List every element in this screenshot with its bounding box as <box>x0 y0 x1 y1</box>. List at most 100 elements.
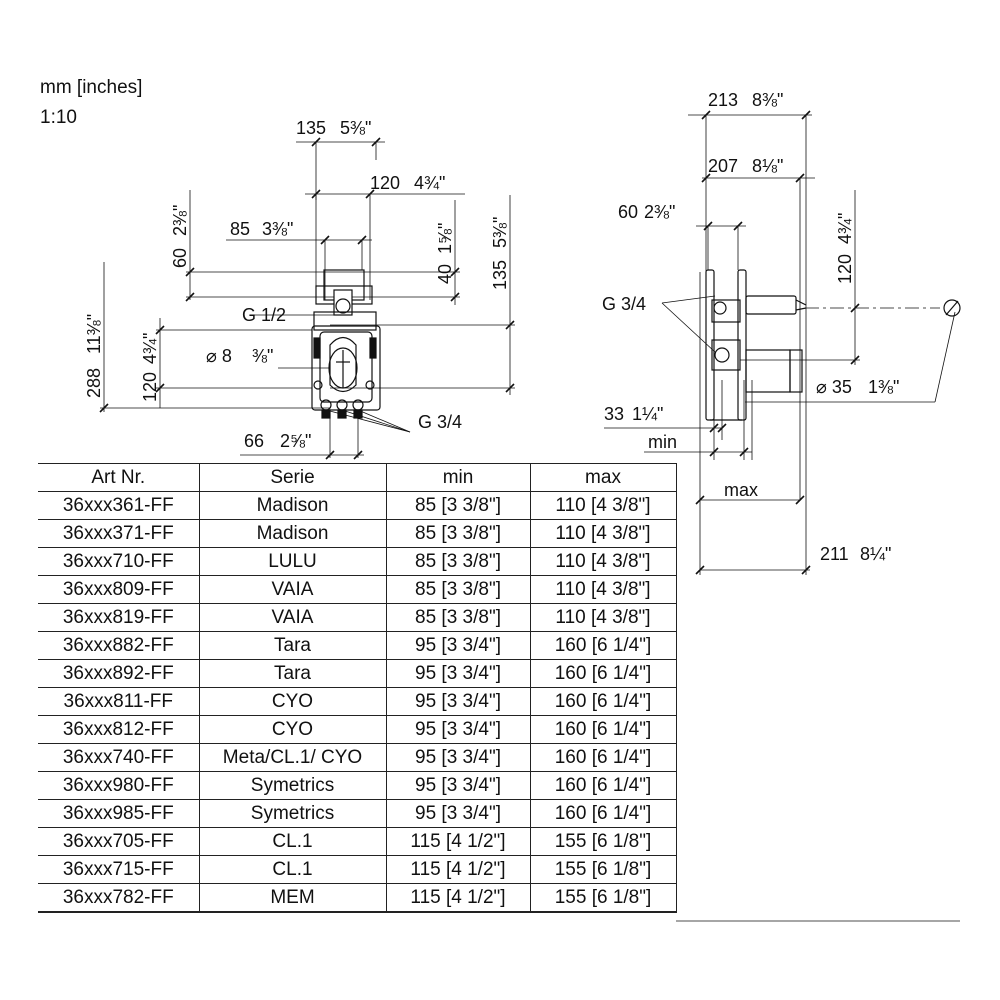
side-frac-8-3-8: 8⅜" <box>752 90 783 110</box>
cell-serie: VAIA <box>198 603 387 632</box>
cell-art-nr: 36xxx892-FF <box>38 659 200 688</box>
cell-min: 95 [3 3/4"] <box>385 743 531 772</box>
side-frac-2-3-8: 2⅜" <box>644 202 675 222</box>
cell-min: 95 [3 3/4"] <box>385 687 531 716</box>
cell-art-nr: 36xxx782-FF <box>38 883 200 913</box>
cell-min: 115 [4 1/2"] <box>385 883 531 913</box>
cell-serie: CL.1 <box>198 827 387 856</box>
cell-min: 85 [3 3/8"] <box>385 519 531 548</box>
cell-max: 155 [6 1/8"] <box>529 827 677 856</box>
side-frac-4-3-4: 4¾" <box>835 213 855 244</box>
cell-max: 155 [6 1/8"] <box>529 855 677 884</box>
cell-min: 95 [3 3/4"] <box>385 659 531 688</box>
front-frac-1-5-8: 1⅝" <box>435 223 455 254</box>
front-frac-3-3-8: 3⅜" <box>262 219 293 239</box>
side-label-min: min <box>648 432 677 452</box>
col-header-min: min <box>385 463 531 492</box>
cell-art-nr: 36xxx882-FF <box>38 631 200 660</box>
cell-max: 160 [6 1/4"] <box>529 771 677 800</box>
cell-min: 85 [3 3/8"] <box>385 491 531 520</box>
cell-min: 115 [4 1/2"] <box>385 827 531 856</box>
cell-min: 85 [3 3/8"] <box>385 575 531 604</box>
cell-art-nr: 36xxx985-FF <box>38 799 200 828</box>
front-view-valve-body <box>311 269 381 419</box>
cell-serie: Madison <box>198 491 387 520</box>
cell-serie: CYO <box>198 715 387 744</box>
cell-max: 160 [6 1/4"] <box>529 799 677 828</box>
cell-serie: CYO <box>198 687 387 716</box>
side-dim-33: 33 <box>604 404 624 424</box>
cell-min: 85 [3 3/8"] <box>385 603 531 632</box>
side-dim-60: 60 <box>618 202 638 222</box>
side-dim-120: 120 <box>835 254 855 284</box>
cell-max: 160 [6 1/4"] <box>529 659 677 688</box>
cell-min: 95 [3 3/4"] <box>385 631 531 660</box>
cell-serie: Symetrics <box>198 771 387 800</box>
front-dim-135-top: 135 <box>296 118 326 138</box>
cell-min: 115 [4 1/2"] <box>385 855 531 884</box>
cell-max: 110 [4 3/8"] <box>529 603 677 632</box>
front-frac-2-3-8: 2⅜" <box>170 205 190 236</box>
front-dim-60: 60 <box>170 248 190 268</box>
cell-art-nr: 36xxx812-FF <box>38 715 200 744</box>
cell-art-nr: 36xxx705-FF <box>38 827 200 856</box>
front-frac-3-8: ⅜" <box>252 346 273 366</box>
cell-serie: MEM <box>198 883 387 913</box>
cell-serie: Meta/CL.1/ CYO <box>198 743 387 772</box>
cell-serie: Symetrics <box>198 799 387 828</box>
front-frac-11-3-8: 11⅜" <box>84 314 104 354</box>
cell-art-nr: 36xxx715-FF <box>38 855 200 884</box>
side-frac-8-1-4: 8¼" <box>860 544 891 564</box>
cell-art-nr: 36xxx740-FF <box>38 743 200 772</box>
scale-label: 1:10 <box>40 107 77 128</box>
cell-art-nr: 36xxx980-FF <box>38 771 200 800</box>
front-thread-g12: G 1/2 <box>242 305 286 325</box>
side-frac-1-1-4: 1¼" <box>632 404 663 424</box>
front-dim-40: 40 <box>435 264 455 284</box>
table-header-row: Art Nr. Serie min max <box>38 463 677 492</box>
front-frac-4-3-4-left: 4¾" <box>140 333 160 364</box>
dimension-lines <box>100 114 960 922</box>
cell-serie: Madison <box>198 519 387 548</box>
side-view-valve-body <box>705 269 961 421</box>
cell-min: 95 [3 3/4"] <box>385 715 531 744</box>
cell-min: 85 [3 3/8"] <box>385 547 531 576</box>
cell-art-nr: 36xxx361-FF <box>38 491 200 520</box>
side-frac-8-1-8: 8⅛" <box>752 156 783 176</box>
cell-serie: VAIA <box>198 575 387 604</box>
cell-art-nr: 36xxx819-FF <box>38 603 200 632</box>
col-header-art-nr: Art Nr. <box>38 463 200 492</box>
cell-art-nr: 36xxx710-FF <box>38 547 200 576</box>
cell-max: 155 [6 1/8"] <box>529 883 677 913</box>
cell-serie: LULU <box>198 547 387 576</box>
cell-min: 95 [3 3/4"] <box>385 799 531 828</box>
front-dia-8: ⌀ 8 <box>206 346 232 366</box>
front-dim-135-right: 135 <box>490 260 510 290</box>
front-frac-2-5-8: 2⅝" <box>280 431 311 451</box>
cell-min: 95 [3 3/4"] <box>385 771 531 800</box>
col-header-max: max <box>529 463 677 492</box>
cell-art-nr: 36xxx809-FF <box>38 575 200 604</box>
cell-serie: Tara <box>198 659 387 688</box>
front-dim-66: 66 <box>244 431 264 451</box>
cell-max: 110 [4 3/8"] <box>529 575 677 604</box>
cell-max: 160 [6 1/4"] <box>529 631 677 660</box>
cell-serie: Tara <box>198 631 387 660</box>
front-frac-5-3-8-right: 5⅜" <box>490 217 510 248</box>
dimension-ticks <box>99 110 860 575</box>
side-dia-35: ⌀ 35 <box>816 377 852 397</box>
col-header-serie: Serie <box>198 463 387 492</box>
side-dim-211: 211 <box>820 544 849 564</box>
